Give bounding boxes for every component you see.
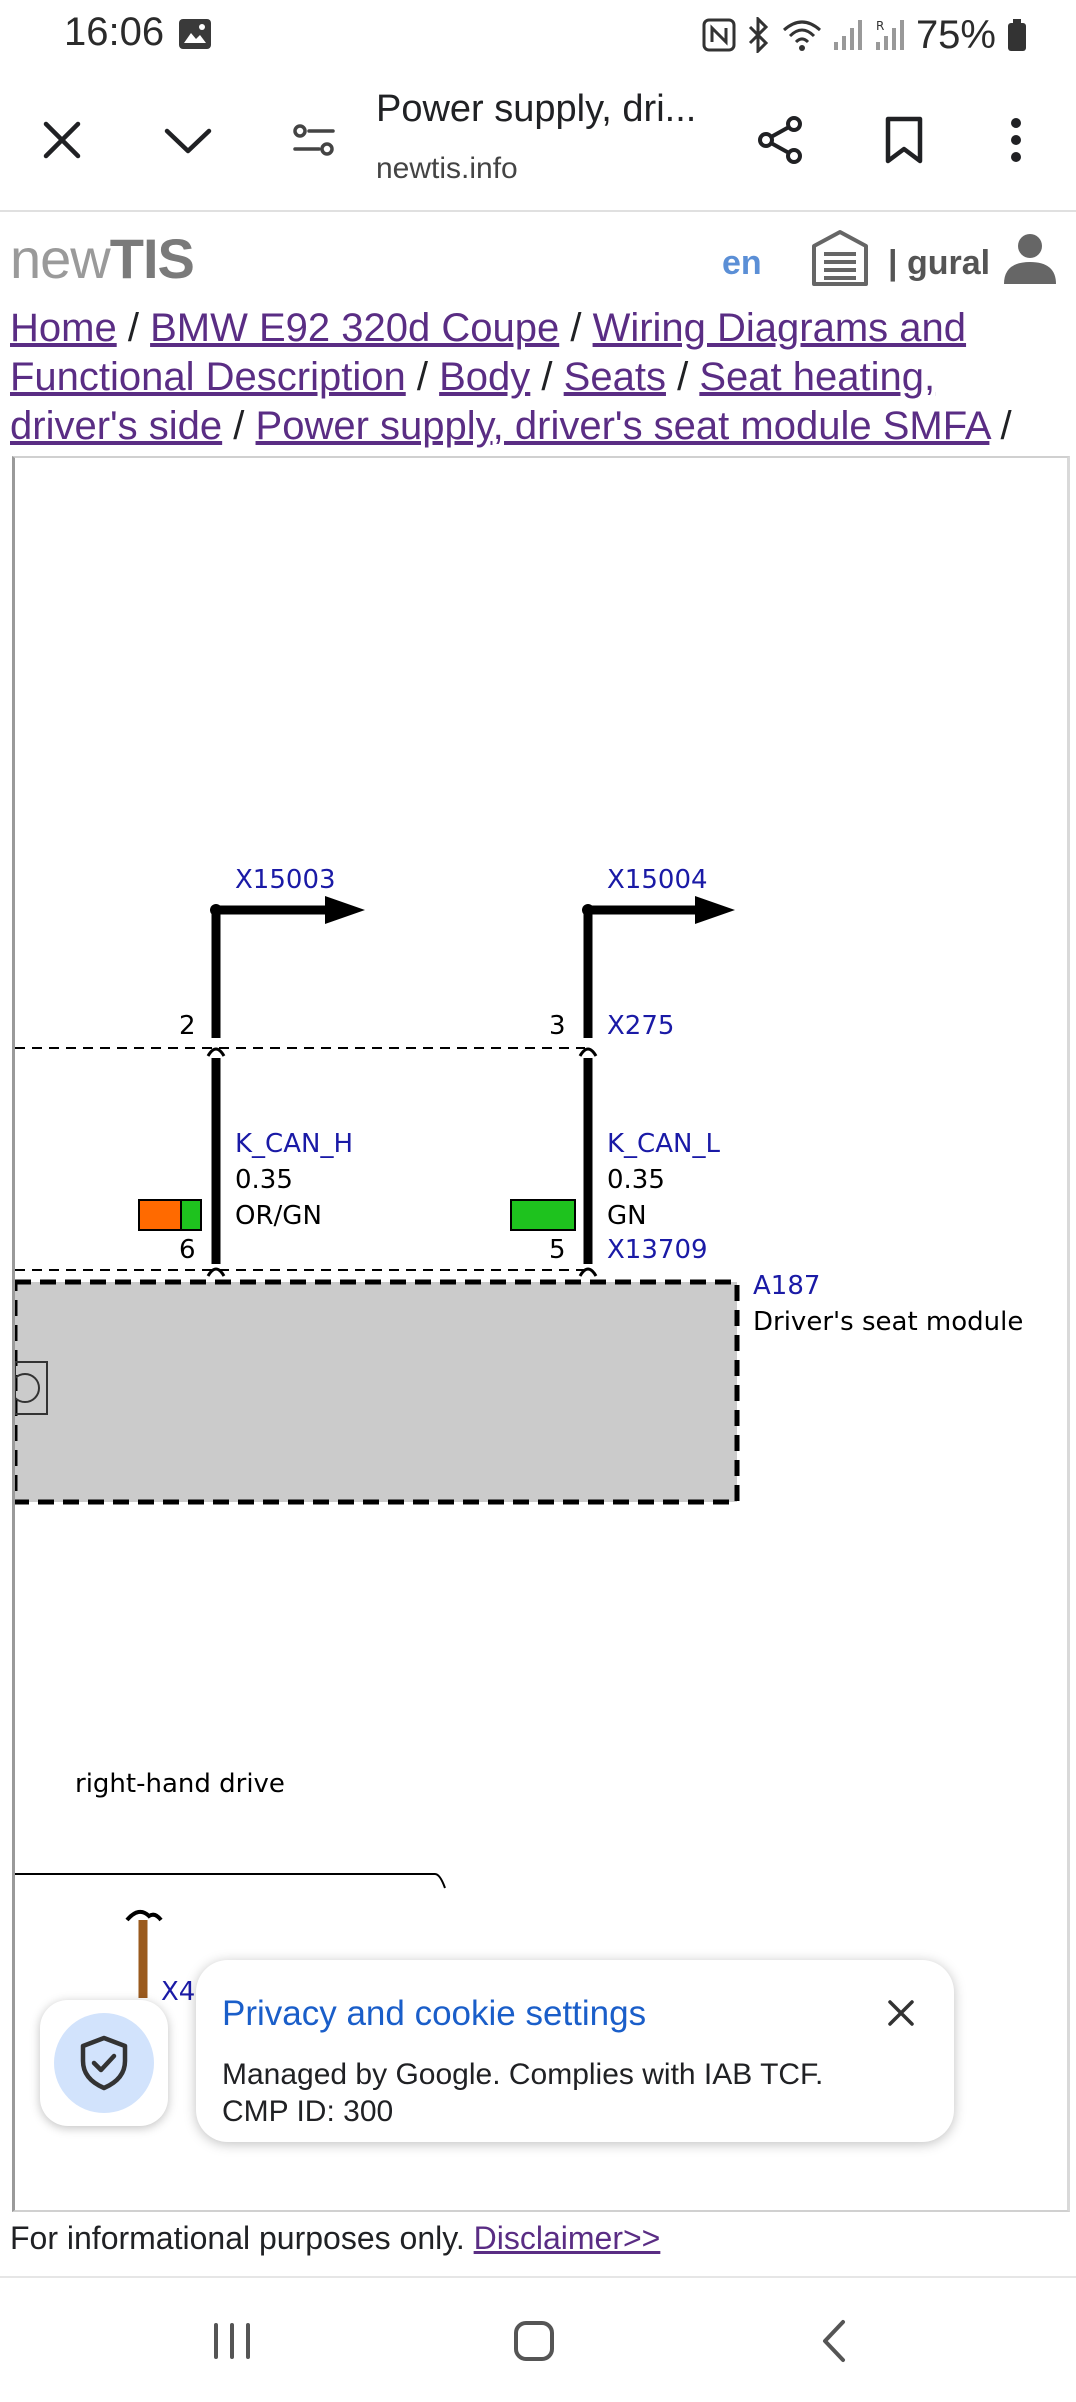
page-title: Power supply, dri... [376,88,697,130]
bookmark-icon [885,116,923,164]
consent-close-button[interactable] [878,1990,924,2036]
module-symbol-circle [15,1373,40,1403]
wire-left-name[interactable]: K_CAN_H [235,1129,353,1159]
lower-bracket [15,1873,446,1889]
gallery-notification-icon [179,19,211,49]
pin-5-label: 5 [549,1235,566,1265]
ground-symbol [125,1909,163,1922]
close-tab-button[interactable] [22,100,102,180]
wire-color-orange-swatch [138,1199,182,1231]
language-selector[interactable]: en [722,244,762,282]
page-info-button[interactable] [274,100,354,180]
wiring-diagram[interactable]: X15003 X15004 2 3 X275 K_CAN_H 0.35 OR/G… [12,456,1070,2212]
breadcrumb-power-supply[interactable]: Power supply, driver's seat module SMFA [255,404,990,448]
cookie-consent-banner[interactable]: Privacy and cookie settings Managed by G… [196,1960,954,2142]
pin-3-label: 3 [549,1011,566,1041]
pin-socket [578,1047,598,1057]
wire-left-color: OR/GN [235,1201,322,1231]
page-url: newtis.info [376,152,518,185]
breadcrumb-wiring[interactable]: Wiring Diagrams and Functional Descripti… [10,306,967,399]
back-icon [823,2320,845,2362]
arrow-x15003-head[interactable] [325,896,365,924]
system-nav-bar [0,2276,1076,2402]
garage-icon[interactable] [810,228,870,288]
consent-body: Managed by Google. Complies with IAB TCF… [222,2058,824,2128]
module-symbol [15,1361,48,1415]
shield-bg [54,2013,154,2113]
home-button[interactable] [494,2306,574,2376]
wire-right-name[interactable]: K_CAN_L [607,1129,720,1159]
battery-icon [1008,19,1026,51]
status-time: 16:06 [64,10,165,54]
more-options-button[interactable] [976,100,1056,180]
site-logo[interactable]: newTIS [10,227,195,290]
privacy-shield-button[interactable] [40,2000,168,2126]
back-button[interactable] [794,2306,874,2376]
right-hand-drive-note: right-hand drive [75,1769,285,1799]
breadcrumb-seats[interactable]: Seats [563,355,666,399]
connector-x275-label[interactable]: X275 [607,1011,674,1041]
wire-color-green-swatch [510,1199,576,1231]
breadcrumb-vehicle[interactable]: BMW E92 320d Coupe [150,306,560,350]
close-icon [43,121,81,159]
minimize-tab-button[interactable] [148,100,228,180]
footer-note: For informational purposes only. Disclai… [10,2220,661,2256]
wire-right-size: 0.35 [607,1165,665,1195]
signal-roaming-icon: R [875,19,904,50]
wifi-icon [782,20,821,51]
connector-partial-label[interactable]: X4 [161,1977,195,2007]
breadcrumb: Home / BMW E92 320d Coupe / Wiring Diagr… [10,306,1012,448]
status-icons: R 75% [702,10,1028,60]
pin-6-label: 6 [179,1235,196,1265]
shield-check-icon [80,2035,128,2091]
recent-apps-button[interactable] [192,2306,272,2376]
tune-icon [293,124,335,156]
pin-socket [206,1047,226,1057]
bluetooth-icon [748,17,769,53]
module-id[interactable]: A187 [753,1271,820,1301]
svg-text:R: R [876,19,884,33]
share-icon [758,116,802,164]
breadcrumb-seat-heating[interactable]: Seat heating, driver's side [10,355,936,448]
wiring-diagram-canvas: X15003 X15004 2 3 X275 K_CAN_H 0.35 OR/G… [15,865,1023,2007]
username[interactable]: | gural [888,244,991,282]
connector-x15004-label[interactable]: X15004 [607,865,708,895]
pin-socket [578,1267,598,1277]
wire-left-size: 0.35 [235,1165,293,1195]
share-button[interactable] [740,100,820,180]
consent-title[interactable]: Privacy and cookie settings [222,1994,647,2033]
status-bar: 16:06 R 75% [0,0,1076,70]
close-icon [888,2000,914,2026]
chevron-down-icon [164,128,212,154]
signal-icon [833,20,862,50]
more-vert-icon [1011,118,1021,162]
pin-socket [206,1267,226,1277]
arrow-x15004-head[interactable] [695,896,735,924]
connector-x15003-label[interactable]: X15003 [235,865,336,895]
home-icon [514,2321,554,2361]
recent-apps-icon [214,2323,250,2359]
bookmark-button[interactable] [864,100,944,180]
module-name: Driver's seat module [753,1307,1023,1337]
breadcrumb-home[interactable]: Home [10,306,117,350]
pin-2-label: 2 [179,1011,196,1041]
wire-color-green-stripe [180,1199,202,1231]
disclaimer-link[interactable]: Disclaimer>> [473,2220,661,2256]
module-a187-box[interactable] [15,1279,740,1505]
breadcrumb-body[interactable]: Body [439,355,531,399]
connector-x13709-label[interactable]: X13709 [607,1235,708,1265]
wire-right-color: GN [607,1201,647,1231]
battery-percent: 75% [915,12,996,57]
user-icon[interactable] [1000,228,1060,288]
nfc-icon [702,18,736,52]
browser-toolbar: Power supply, dri... newtis.info [0,70,1076,212]
